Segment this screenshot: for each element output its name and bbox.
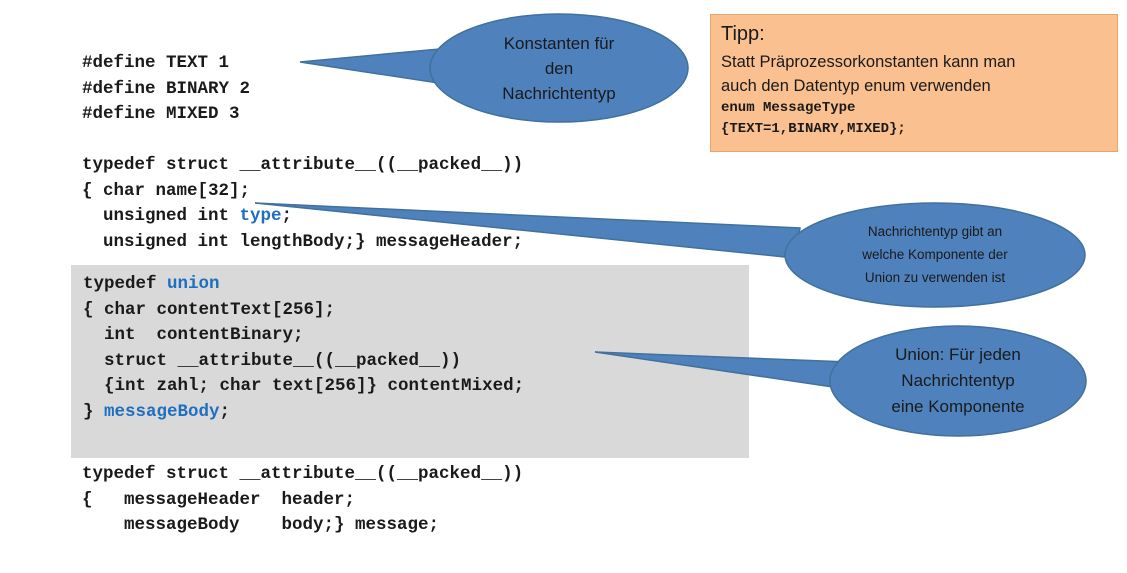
code-line: } messageBody; xyxy=(83,401,231,422)
code-line: typedef struct __attribute__((__packed__… xyxy=(82,155,524,175)
code-line: { char name[32]; xyxy=(82,180,251,201)
code-line: #define BINARY 2 xyxy=(82,78,251,99)
union-callout-text: Union: Für jeden Nachrichtentyp eine Kom… xyxy=(891,345,1025,416)
code-line: typedef struct __attribute__((__packed__… xyxy=(82,464,524,484)
code-line: int contentBinary; xyxy=(83,325,304,345)
code-line: #define TEXT 1 xyxy=(82,53,230,73)
message-body-union-code: typedef union { char contentText[256]; in… xyxy=(83,272,524,425)
tip-title: Tipp: xyxy=(721,23,765,45)
define-constants-code: #define TEXT 1 #define BINARY 2 #define MI… xyxy=(82,51,250,128)
tip-text-line: Statt Präprozessorkonstanten kann man xyxy=(721,53,1016,71)
tip-code-line: enum MessageType xyxy=(721,100,856,116)
code-line: typedef union xyxy=(83,274,220,294)
type-callout-bubble xyxy=(784,202,1086,308)
message-struct-code: typedef struct __attribute__((__packed__… xyxy=(82,462,523,539)
code-line: { char contentText[256]; xyxy=(83,299,336,320)
union-callout-tail xyxy=(594,351,850,389)
code-line: unsigned int lengthBody;} messageHeader; xyxy=(82,231,524,252)
code-line: unsigned int type; xyxy=(82,206,293,226)
union-code-panel xyxy=(71,265,749,458)
tip-box: Tipp: Statt Präprozessorkonstanten kann … xyxy=(710,14,1118,152)
keyword-type: type xyxy=(239,206,282,226)
constants-callout-bubble xyxy=(429,13,689,123)
keyword-union: union xyxy=(167,274,220,294)
tip-code-line: {TEXT=1,BINARY,MIXED}; xyxy=(721,121,906,137)
type-callout-text: Nachrichtentyp gibt an welche Komponente… xyxy=(862,224,1008,285)
code-line: struct __attribute__((__packed__)) xyxy=(83,350,462,371)
code-line: #define MIXED 3 xyxy=(82,104,240,124)
constants-callout-text: Konstanten für den Nachrichtentyp xyxy=(502,34,616,103)
keyword-messagebody: messageBody xyxy=(104,401,220,422)
code-line: {int zahl; char text[256]} contentMixed; xyxy=(83,376,525,396)
union-callout-bubble xyxy=(829,325,1087,437)
code-line: { messageHeader header; xyxy=(82,489,356,510)
tip-text-line: auch den Datentyp enum verwenden xyxy=(721,77,991,95)
code-line: messageBody body;} message; xyxy=(82,515,440,535)
message-header-struct-code: typedef struct __attribute__((__packed__… xyxy=(82,153,523,255)
